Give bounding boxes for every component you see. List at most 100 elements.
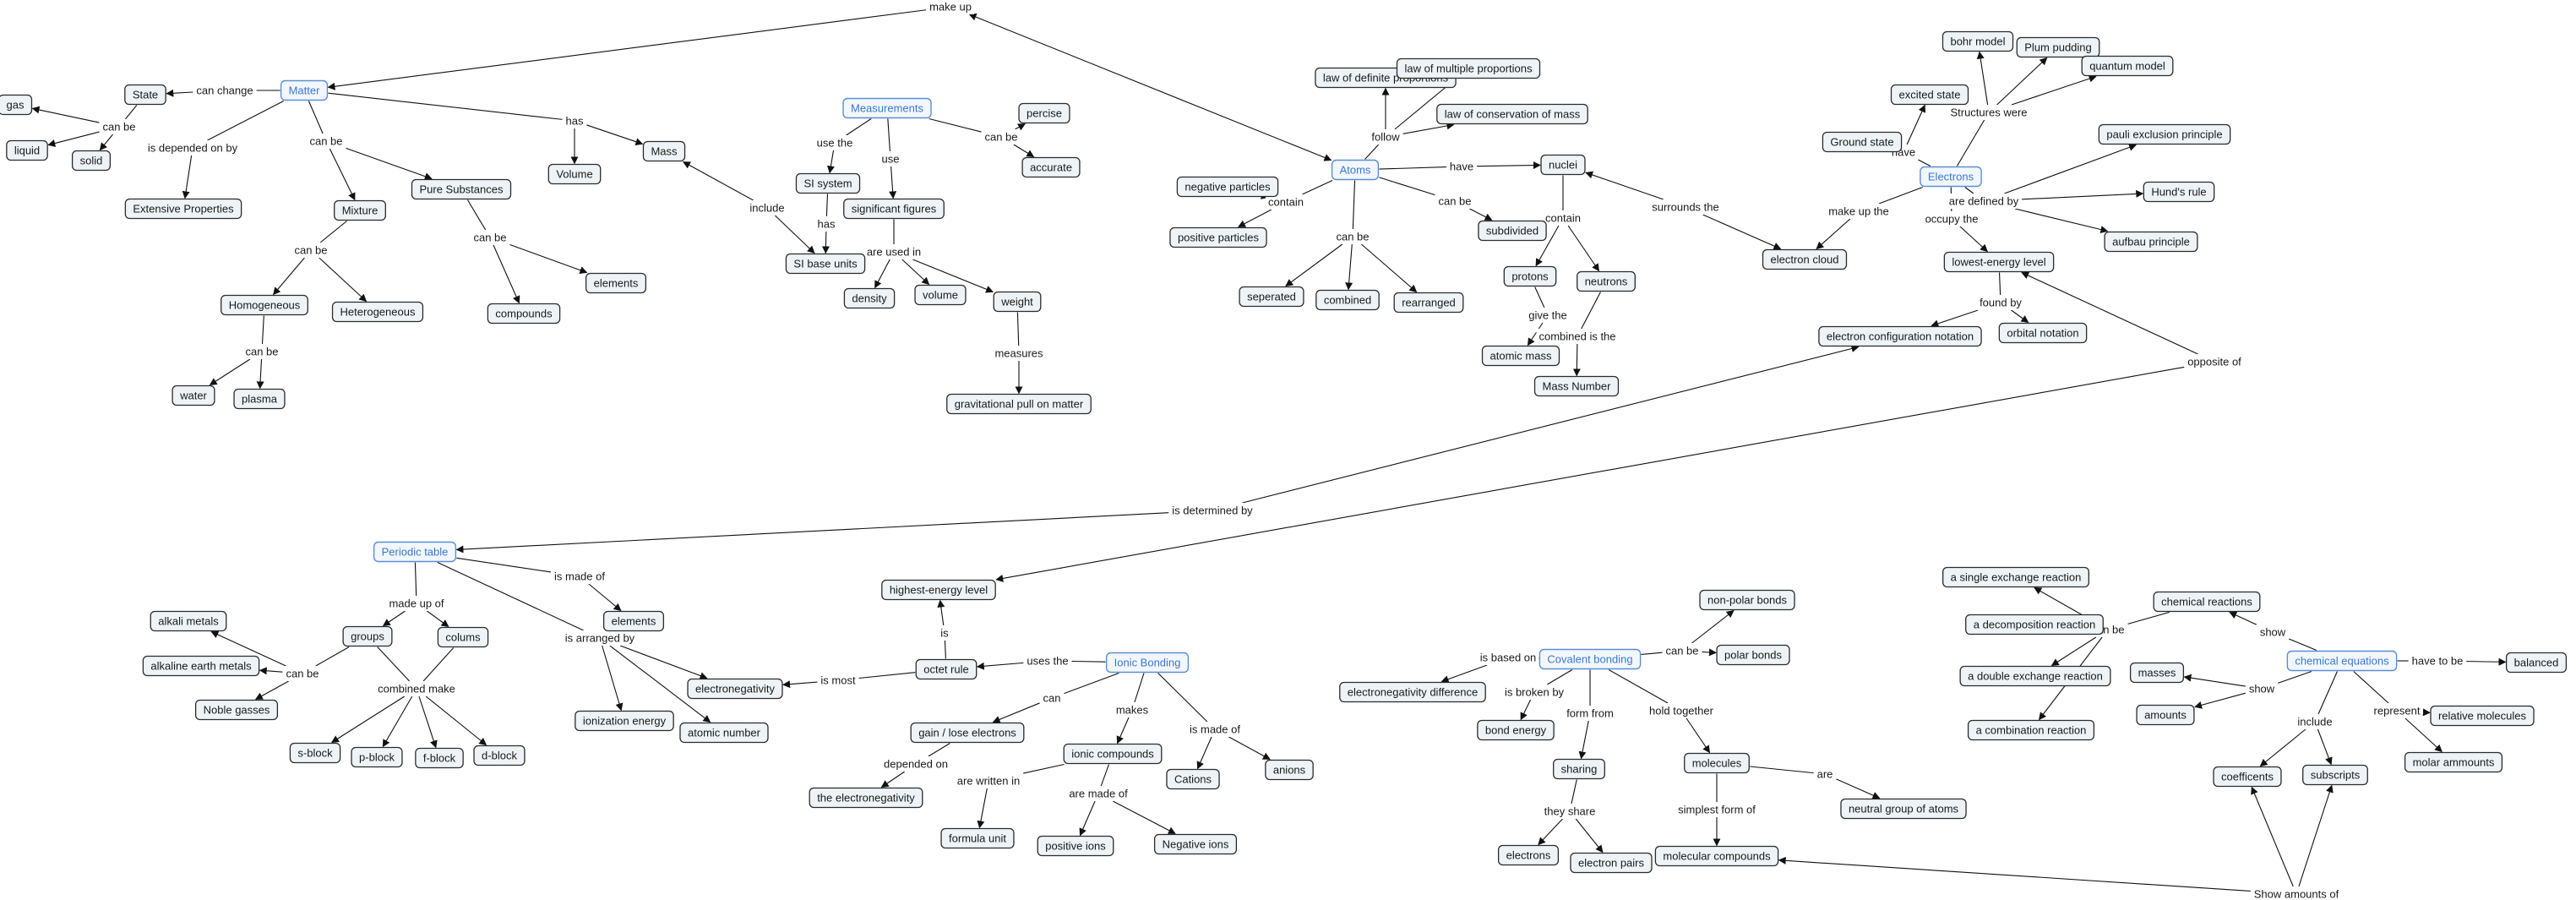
concept-heterogeneous[interactable]: Heterogeneous	[331, 301, 424, 323]
concept-liquid[interactable]: liquid	[6, 139, 48, 161]
concept-determined[interactable]: is determined by	[1169, 503, 1255, 518]
concept-measurements[interactable]: Measurements	[842, 97, 932, 119]
concept-bond-energy[interactable]: bond energy	[1477, 719, 1555, 741]
concept-compounds[interactable]: compounds	[487, 303, 561, 325]
concept-sblock[interactable]: s-block	[289, 742, 341, 764]
concept-si-system[interactable]: SI system	[795, 172, 861, 194]
concept-covalent[interactable]: Covalent bonding	[1539, 648, 1642, 670]
concept-highest[interactable]: highest-energy level	[881, 579, 996, 601]
concept-balanced[interactable]: balanced	[2505, 652, 2568, 674]
concept-volume1[interactable]: Volume	[547, 163, 602, 185]
concept-dblock[interactable]: d-block	[473, 745, 526, 766]
concept-gainlose[interactable]: gain / lose electrons	[910, 722, 1025, 744]
concept-ground[interactable]: Ground state	[1822, 131, 1903, 153]
concept-pauli[interactable]: pauli exclusion principle	[2098, 123, 2231, 145]
concept-mixture[interactable]: Mixture	[334, 199, 386, 221]
concept-electron-cloud[interactable]: electron cloud	[1762, 248, 1848, 270]
concept-neutrons[interactable]: neutrons	[1577, 270, 1636, 292]
concept-bohr[interactable]: bohr model	[1942, 30, 2014, 52]
concept-orbital[interactable]: orbital notation	[1998, 322, 2088, 344]
concept-amounts[interactable]: amounts	[2136, 704, 2195, 726]
concept-elements2[interactable]: elements	[602, 610, 665, 632]
concept-lowest[interactable]: lowest-energy level	[1943, 251, 2055, 273]
concept-volume2[interactable]: volume	[914, 284, 967, 306]
concept-show-amounts[interactable]: Show amounts of	[2251, 886, 2342, 900]
concept-sharing[interactable]: sharing	[1553, 758, 1605, 780]
concept-ionization[interactable]: ionization energy	[575, 710, 674, 732]
concept-rearranged[interactable]: rearranged	[1393, 292, 1464, 314]
concept-ionic[interactable]: Ionic Bonding	[1105, 652, 1190, 674]
concept-mass[interactable]: Mass	[642, 140, 686, 162]
concept-pblock[interactable]: p-block	[351, 746, 403, 768]
concept-extensive[interactable]: Extensive Properties	[124, 198, 242, 220]
concept-electrons2[interactable]: electrons	[1497, 844, 1560, 866]
concept-double-ex[interactable]: a double exchange reaction	[1959, 665, 2111, 687]
concept-alkali[interactable]: alkali metals	[150, 610, 227, 632]
concept-polar[interactable]: polar bonds	[1716, 644, 1790, 666]
concept-colums[interactable]: colums	[437, 626, 489, 648]
concept-gravpull[interactable]: gravitational pull on matter	[946, 393, 1092, 415]
concept-solid[interactable]: solid	[71, 150, 112, 172]
concept-pospart[interactable]: positive particles	[1169, 226, 1267, 248]
concept-cations[interactable]: Cations	[1166, 768, 1220, 790]
concept-masses[interactable]: masses	[2129, 662, 2185, 684]
concept-fblock[interactable]: f-block	[415, 747, 464, 769]
concept-elements1[interactable]: elements	[585, 272, 647, 294]
concept-groups[interactable]: groups	[342, 625, 393, 647]
concept-noble[interactable]: Noble gasses	[194, 699, 279, 721]
concept-molar[interactable]: molar ammounts	[2404, 751, 2503, 773]
concept-subscripts[interactable]: subscripts	[2302, 764, 2368, 786]
concept-neutral[interactable]: neutral group of atoms	[1840, 798, 1967, 820]
concept-hund[interactable]: Hund's rule	[2143, 181, 2215, 203]
concept-density[interactable]: density	[843, 287, 896, 309]
concept-atomic-number[interactable]: atomic number	[679, 722, 769, 744]
concept-homogeneous[interactable]: Homogeneous	[221, 294, 308, 316]
concept-seperated[interactable]: seperated	[1239, 286, 1304, 308]
concept-molecules[interactable]: molecules	[1684, 752, 1750, 774]
concept-excited[interactable]: excited state	[1890, 84, 1969, 106]
concept-anions[interactable]: anions	[1265, 759, 1314, 781]
concept-make-up[interactable]: make up	[927, 0, 974, 14]
concept-the-electroneg[interactable]: the electronegativity	[809, 787, 923, 809]
concept-law-cons[interactable]: law of conservation of mass	[1436, 103, 1588, 125]
concept-nuclei[interactable]: nuclei	[1540, 154, 1586, 176]
concept-si-base[interactable]: SI base units	[785, 253, 866, 275]
concept-percise[interactable]: percise	[1018, 102, 1070, 124]
concept-alkaline[interactable]: alkaline earth metals	[142, 655, 260, 677]
concept-molcomp[interactable]: molecular compounds	[1654, 845, 1779, 867]
concept-econfig[interactable]: electron configuration notation	[1818, 325, 1982, 347]
concept-electrons-key[interactable]: Electrons	[1920, 166, 1982, 188]
concept-state[interactable]: State	[124, 84, 166, 106]
concept-chemeq[interactable]: chemical equations	[2286, 650, 2398, 672]
concept-mass-number[interactable]: Mass Number	[1533, 375, 1620, 397]
concept-opposite[interactable]: opposite of	[2185, 354, 2244, 369]
concept-atoms[interactable]: Atoms	[1331, 159, 1380, 181]
concept-single-ex[interactable]: a single exchange reaction	[1942, 566, 2089, 588]
concept-gas[interactable]: gas	[0, 94, 33, 116]
concept-combined[interactable]: combined	[1315, 289, 1380, 311]
concept-chemreact[interactable]: chemical reactions	[2153, 591, 2261, 613]
concept-subdivided[interactable]: subdivided	[1478, 220, 1547, 242]
concept-epairs[interactable]: electron pairs	[1570, 852, 1653, 874]
concept-octet[interactable]: octet rule	[915, 658, 978, 680]
concept-coeff[interactable]: coefficents	[2213, 766, 2282, 788]
concept-weight[interactable]: weight	[993, 291, 1042, 313]
concept-accurate[interactable]: accurate	[1021, 156, 1081, 178]
concept-protons[interactable]: protons	[1503, 265, 1557, 287]
concept-law-mult[interactable]: law of multiple proportions	[1396, 57, 1541, 79]
concept-negions[interactable]: Negative ions	[1153, 833, 1238, 855]
concept-negpart[interactable]: negative particles	[1176, 176, 1279, 198]
concept-combo[interactable]: a combination reaction	[1967, 719, 2095, 741]
concept-formula-unit[interactable]: formula unit	[940, 827, 1015, 849]
concept-aufbau[interactable]: aufbau principle	[2104, 231, 2198, 253]
concept-matter[interactable]: Matter	[280, 79, 329, 101]
concept-posions[interactable]: positive ions	[1037, 835, 1114, 857]
concept-nonpolar[interactable]: non-polar bonds	[1699, 589, 1795, 611]
concept-sigfig[interactable]: significant figures	[843, 198, 945, 220]
concept-ionic-comp[interactable]: ionic compounds	[1063, 743, 1163, 765]
concept-decomp[interactable]: a decomposition reaction	[1965, 614, 2104, 635]
concept-periodic[interactable]: Periodic table	[373, 541, 457, 563]
concept-quantum[interactable]: quantum model	[2081, 55, 2174, 77]
concept-atomic-mass[interactable]: atomic mass	[1481, 345, 1560, 367]
concept-endiff[interactable]: electronegativity difference	[1339, 681, 1486, 703]
